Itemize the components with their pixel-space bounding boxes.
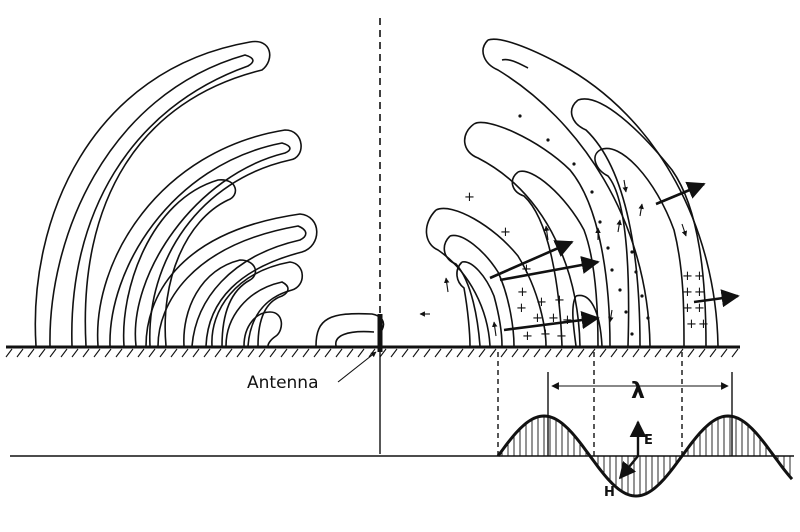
svg-text:+: + [532, 311, 543, 326]
svg-text:+: + [694, 285, 705, 300]
ground-plane [5, 345, 740, 358]
svg-text:+: + [682, 285, 693, 300]
svg-text:+: + [556, 329, 567, 344]
svg-text:+: + [540, 327, 551, 342]
svg-text:+: + [517, 285, 528, 300]
svg-text:+: + [694, 269, 705, 284]
field-direction-arrows [419, 179, 688, 337]
svg-text:+: + [536, 295, 547, 310]
h-label: H [604, 485, 615, 500]
svg-text:+: + [682, 301, 693, 316]
h-vector [618, 455, 639, 480]
left-field-lines [34, 40, 385, 347]
svg-text:+: + [548, 311, 559, 326]
svg-text:+: + [694, 301, 705, 316]
svg-text:+: + [554, 293, 565, 308]
svg-text:+: + [521, 262, 532, 277]
e-label: E [644, 433, 653, 448]
antenna-pointer [337, 351, 377, 383]
svg-text:+: + [500, 225, 511, 240]
svg-text:+: + [682, 269, 693, 284]
electric-wave-curve [496, 414, 794, 498]
svg-text:+: + [464, 190, 475, 205]
svg-text:+: + [698, 317, 709, 332]
propagation-arrows [489, 181, 740, 332]
wavelength-guides [497, 352, 733, 456]
svg-text:+: + [516, 301, 527, 316]
antenna-label: Antenna [247, 373, 319, 393]
positive-charges: + + + + + + + + + + + + + + + + + + + + … [464, 190, 709, 344]
svg-text:+: + [562, 313, 573, 328]
field-dots [518, 114, 650, 336]
svg-text:+: + [522, 329, 533, 344]
wavelength-label: λ [631, 379, 645, 404]
svg-text:+: + [686, 317, 697, 332]
